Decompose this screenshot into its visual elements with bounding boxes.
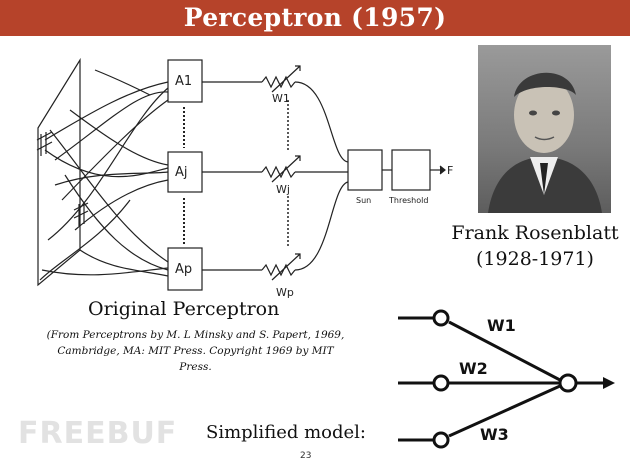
citation-text: (From Perceptrons by M. L Minsky and S. … [46, 329, 345, 373]
page-number: 23 [300, 451, 312, 461]
unit-labels: A1 Aj Ap W1 Wj Wp Sun Threshold F [175, 74, 453, 299]
portrait-name: Frank Rosenblatt [451, 222, 619, 244]
simplified-w3-label: W3 [480, 425, 509, 444]
simplified-w2-label: W2 [459, 359, 488, 378]
simplified-model-label: Simplified model: [206, 422, 366, 443]
unit-ap-label: Ap [175, 262, 192, 277]
slide-title: Perceptron (1957) [0, 0, 630, 36]
unit-aj-label: Aj [175, 165, 188, 180]
rosenblatt-portrait [478, 45, 611, 213]
output-f-label: F [447, 164, 453, 177]
weight-wj-label: Wj [276, 183, 290, 196]
weight-wp-label: Wp [276, 286, 294, 299]
weight-w1-label: W1 [272, 92, 290, 105]
simplified-w1-label: W1 [487, 316, 516, 335]
threshold-label: Threshold [388, 196, 428, 205]
portrait-years: (1928-1971) [476, 248, 594, 270]
watermark: FREEBUF [18, 416, 178, 451]
unit-a1-label: A1 [175, 74, 192, 89]
original-perceptron-caption: Original Perceptron [88, 298, 280, 320]
sum-label: Sun [356, 196, 371, 205]
